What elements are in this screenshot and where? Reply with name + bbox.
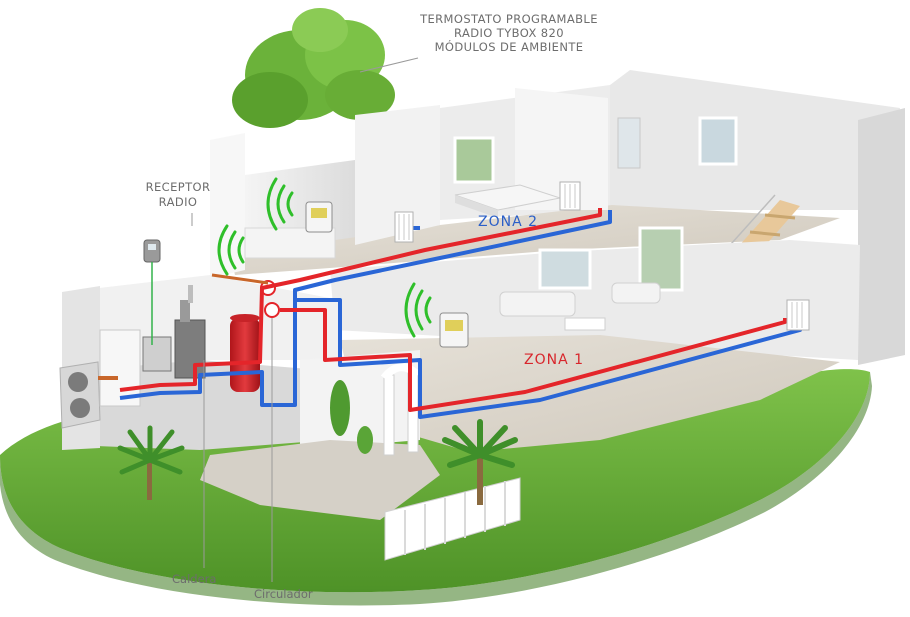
upper-floor	[230, 205, 840, 275]
boiler-controller	[142, 336, 172, 372]
ground-floor	[340, 335, 840, 452]
hot-water-tank-icon	[230, 314, 260, 392]
thermostat-label-line1: TERMOSTATO PROGRAMABLE	[420, 12, 598, 26]
shower	[617, 117, 641, 169]
courtyard-ground	[200, 440, 440, 520]
upper-partition-a	[355, 105, 440, 245]
thermostat-label: TERMOSTATO PROGRAMABLE RADIO TYBOX 820 M…	[404, 12, 614, 54]
bedroom-bed-left	[244, 227, 336, 259]
tree-icon	[232, 8, 395, 128]
thermostat-icon-zone1	[439, 312, 469, 348]
zone1-label: ZONA 1	[524, 352, 585, 368]
radiator-icon-ground	[786, 299, 810, 331]
gate-icon	[384, 477, 521, 561]
heat-pump-icon	[59, 329, 141, 429]
boiler-icon	[174, 285, 206, 379]
zone2-label: ZONA 2	[478, 214, 539, 230]
upper-back-wall-right	[610, 70, 900, 210]
circulator-label: Circulador	[254, 587, 313, 601]
receiver-label-line2: RADIO	[158, 195, 198, 209]
thermostat-icon-zone2	[305, 201, 333, 233]
radiator-icon-room2	[559, 181, 581, 211]
radio-waves-icon	[217, 177, 432, 338]
receiver-label: RECEPTOR RADIO	[128, 180, 228, 210]
window-room2	[453, 136, 495, 184]
palm-tree-icon-left	[117, 425, 185, 500]
sofa-icon	[499, 282, 661, 331]
palm-tree-icon	[442, 419, 518, 505]
circulator-2	[264, 302, 280, 318]
upper-partition-c	[515, 88, 608, 210]
receiver-label-line1: RECEPTOR	[145, 180, 211, 194]
shrub-icon	[330, 380, 373, 454]
receiver-icon	[143, 239, 161, 263]
leader-lines	[191, 57, 419, 582]
thermostat-label-line2: RADIO TYBOX 820	[454, 26, 564, 40]
thermostat-label-line3: MÓDULOS DE AMBIENTE	[434, 40, 584, 54]
gas-pipe	[211, 273, 269, 285]
radiator-icon	[394, 211, 414, 243]
window-ground	[638, 226, 684, 292]
lawn-edge	[0, 372, 872, 606]
window-upper-right	[698, 116, 738, 166]
right-side-wall	[858, 108, 905, 365]
window-ground-2	[538, 248, 592, 290]
boiler-label: Caldera	[172, 572, 217, 586]
